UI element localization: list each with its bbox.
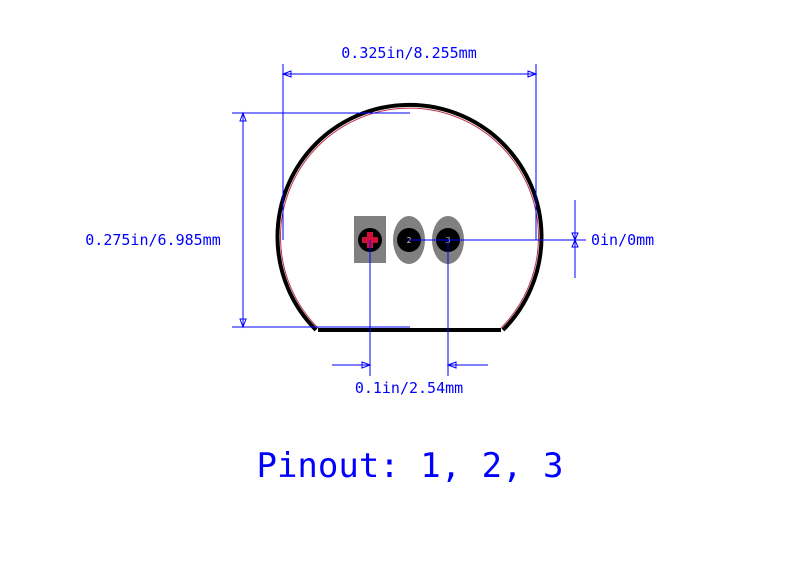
dimension-lines xyxy=(232,64,586,376)
height-dimension-label: 0.275in/6.985mm xyxy=(85,231,220,249)
pitch-dimension-label: 0.1in/2.54mm xyxy=(355,379,463,397)
width-dimension-label: 0.325in/8.255mm xyxy=(341,44,476,62)
offset-dimension-label: 0in/0mm xyxy=(591,231,654,249)
body-outline-arc xyxy=(275,102,544,332)
pinout-label: Pinout: 1, 2, 3 xyxy=(256,446,563,486)
courtyard-outline xyxy=(280,107,539,329)
